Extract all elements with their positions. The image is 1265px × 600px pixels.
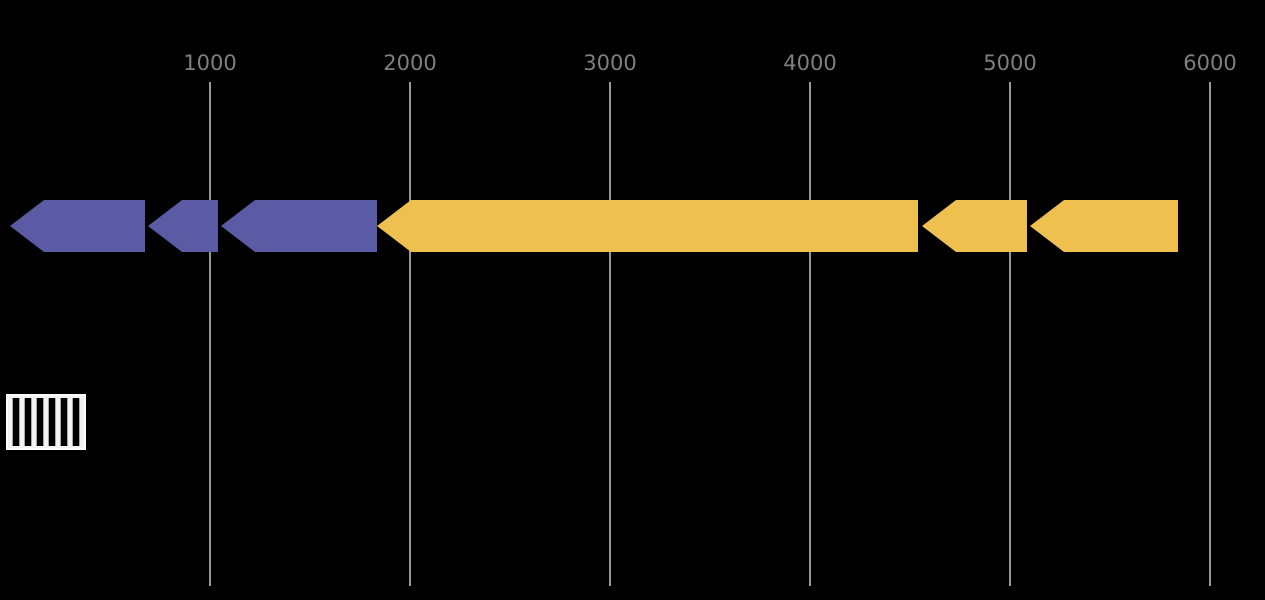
axis-tick-label-2000: 2000	[383, 51, 436, 75]
legend-swatch-group	[6, 394, 86, 450]
feature-arrows-group	[10, 200, 1178, 252]
legend-swatch-background	[6, 394, 86, 450]
gridlines-group	[209, 82, 1211, 586]
axis-tick-label-1000: 1000	[183, 51, 236, 75]
feature-arrow-feature-1[interactable]	[10, 200, 145, 252]
axis-tick-label-5000: 5000	[983, 51, 1036, 75]
axis-tick-label-4000: 4000	[783, 51, 836, 75]
axis-tick-label-3000: 3000	[583, 51, 636, 75]
feature-arrow-feature-4[interactable]	[377, 200, 918, 252]
legend-stripe	[24, 398, 32, 446]
feature-arrow-feature-3[interactable]	[221, 200, 377, 252]
legend-stripe	[48, 398, 56, 446]
legend-stripe	[36, 398, 44, 446]
feature-arrow-feature-6[interactable]	[1030, 200, 1178, 252]
legend-stripe	[60, 398, 68, 446]
axis-tick-label-6000: 6000	[1183, 51, 1236, 75]
feature-arrow-feature-2[interactable]	[148, 200, 218, 252]
legend-stripe	[72, 398, 80, 446]
legend-stripe	[12, 398, 20, 446]
axis-tick-labels-group: 1000 2000 3000 4000 5000 6000	[183, 51, 1236, 75]
feature-arrow-feature-5[interactable]	[922, 200, 1027, 252]
